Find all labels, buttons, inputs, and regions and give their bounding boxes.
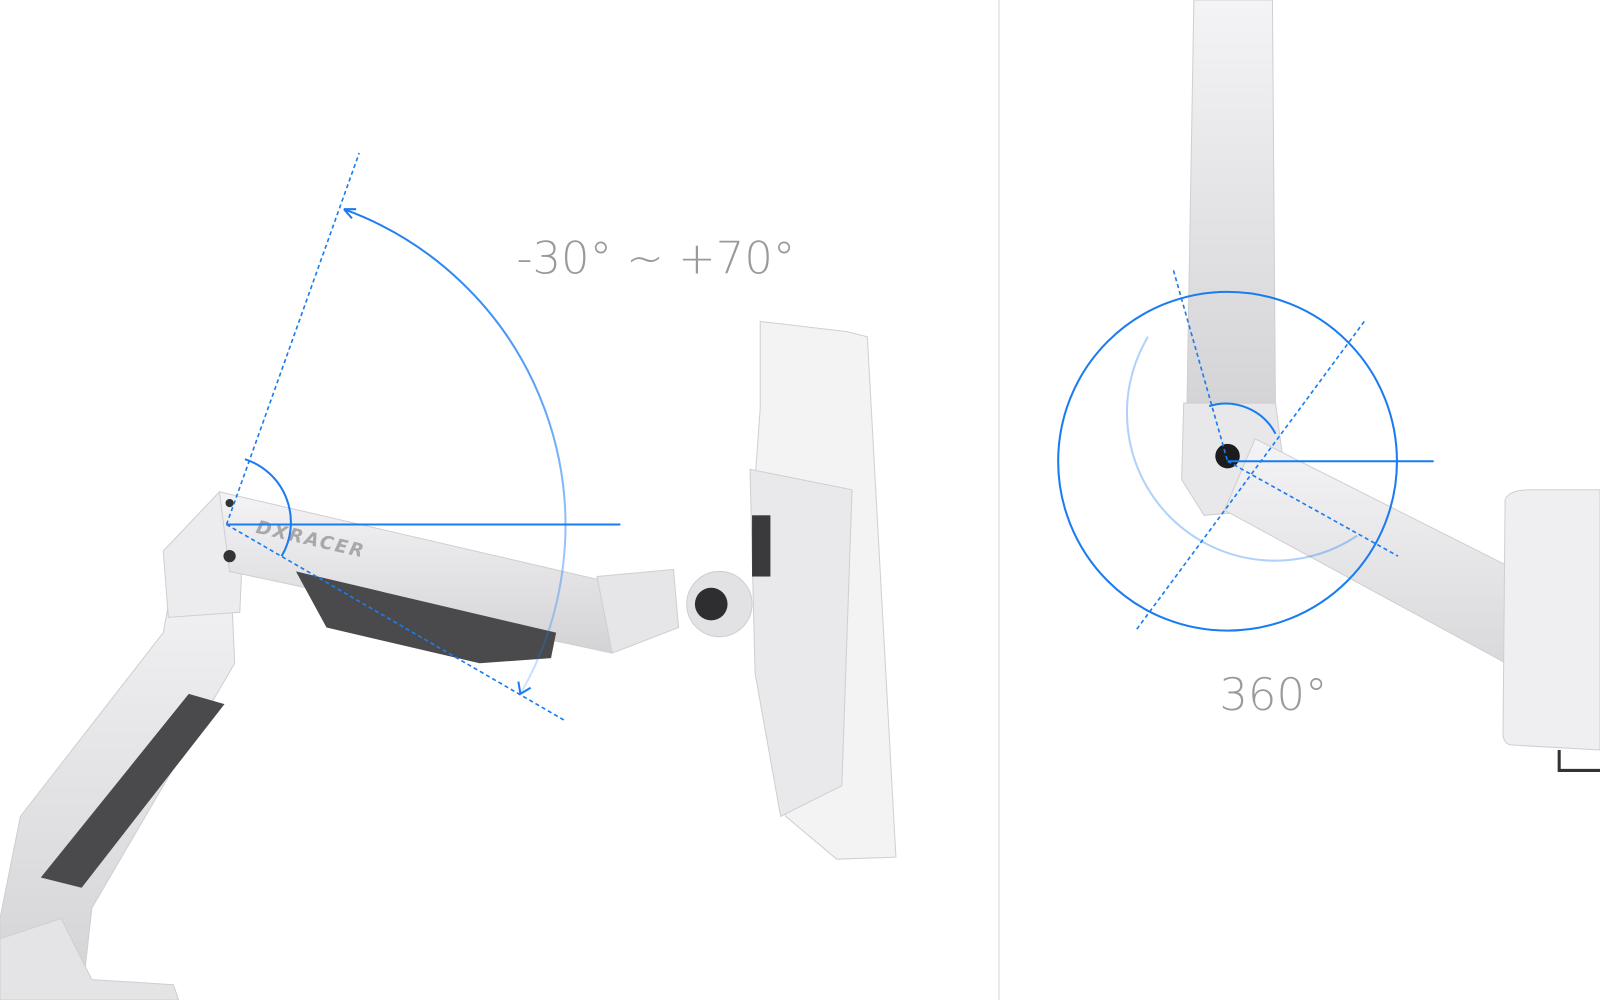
tilt-angle-annotation: [225, 152, 621, 723]
monitor-arm-top-view: [1181, 0, 1600, 772]
rotation-label: 360°: [1219, 668, 1327, 721]
rotation-annotation: [1057, 270, 1434, 632]
monitor-arm-side-view: DXRACER: [0, 320, 897, 1000]
tilt-range-label: -30° ~ +70°: [516, 231, 795, 284]
